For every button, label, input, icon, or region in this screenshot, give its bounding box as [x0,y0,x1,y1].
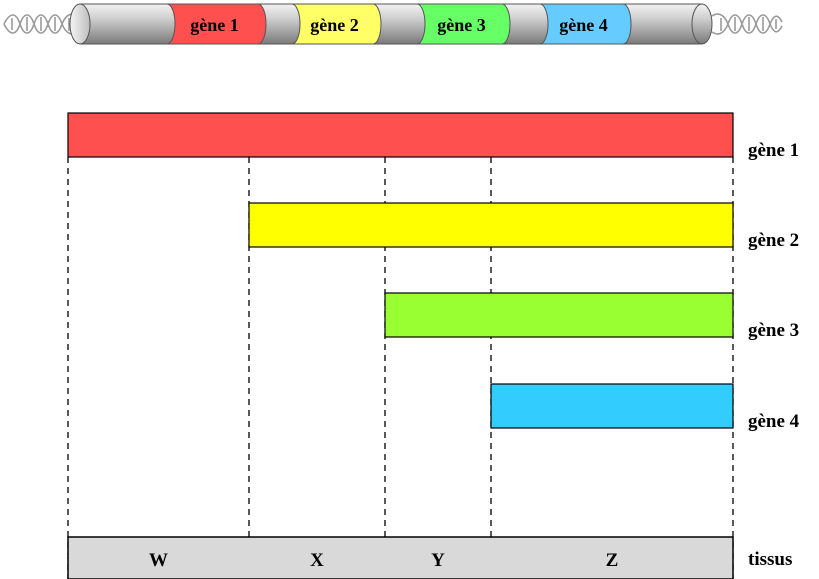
chromosome-segment-label: gène 1 [190,15,239,35]
chromosome-segment-fill [166,3,267,45]
chromosome-segment-fill [539,3,632,45]
gene-bar-2: gène 2 [248,202,799,251]
tissue-label-X: X [310,550,324,571]
dna-helix-right-icon [711,13,783,35]
gene-bar-1: gène 1 [67,112,799,161]
tissue-label-Y: Y [431,550,445,571]
chromosome: gène 1 gène 2 gène 3 gène 4 [3,3,783,45]
gene-expression-bars: gène 1 gène 2 gène 3 gène 4 [67,112,800,432]
tissue-axis-label: tissus [748,549,792,570]
chromosome-segment-fill [291,3,382,45]
gene-bar-label: gène 2 [748,230,799,251]
gene-bar-4: gène 4 [490,383,800,432]
gene-bar-rect [384,292,734,338]
gene-bar-rect [67,112,734,158]
gene-bar-label: gène 1 [748,140,799,161]
gene-bar-label: gène 4 [748,411,800,432]
chromosome-left-cap [69,3,91,45]
gene-bar-rect [248,202,734,248]
gene-bar-3: gène 3 [384,292,799,341]
chromosome-segment-label: gène 3 [437,15,486,35]
tissue-band [67,536,734,579]
dna-helix-left-icon [3,13,79,35]
tissue-label-W: W [149,550,168,571]
chromosome-right-cap [691,3,713,45]
chromosome-segment-1: gène 1 [166,3,267,45]
chromosome-segment-4: gène 4 [539,3,632,45]
chromosome-segment-2: gène 2 [291,3,382,45]
gene-bar-rect [490,383,734,429]
chromosome-segment-label: gène 2 [310,15,359,35]
tissue-label-Z: Z [606,550,619,571]
chromosome-segment-3: gène 3 [416,3,511,45]
chromosome-segment-fill [416,3,511,45]
chromosome-segment-label: gène 4 [559,15,608,35]
gene-bar-label: gène 3 [748,320,799,341]
tissue-axis: tissus W X Y Z [67,536,792,579]
